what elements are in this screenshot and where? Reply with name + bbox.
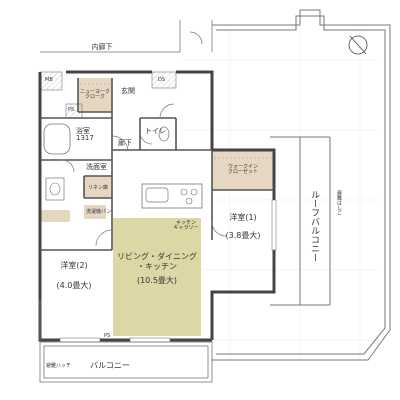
linen-cupboard-floor — [84, 176, 112, 198]
corridor-label: 内廊下 — [91, 43, 113, 51]
kitchen-counter — [141, 183, 203, 209]
roof-balcony-label: ルーフバルコニー — [309, 190, 319, 262]
room1-size: (3.8畳大) — [225, 231, 261, 240]
ds-label: DS — [158, 77, 166, 83]
new-york-closet-floor — [78, 78, 112, 112]
room2-name: 洋室(2) — [60, 261, 88, 270]
roof-grid — [180, 30, 380, 360]
closet-hangers — [80, 83, 272, 159]
toilet-label: トイレ — [145, 127, 166, 135]
ldk-name: リビング・ダイニング ・キッチン — [117, 252, 197, 271]
doors — [39, 103, 227, 340]
storage-left-floor — [40, 210, 70, 222]
walkin-closet-floor — [212, 150, 274, 190]
interior-walls — [40, 78, 274, 251]
linen-cupboard-label: リネン庫 — [88, 185, 109, 191]
bathtub — [43, 123, 71, 155]
corridor-outline — [40, 20, 213, 53]
hallway-label: 廊下 — [118, 139, 132, 147]
fire-hatch-label: 避難ハッチ — [46, 363, 72, 369]
ds-shaft — [151, 71, 177, 89]
bath-label: 浴室 1317 — [76, 127, 94, 142]
ldk-floor — [113, 218, 201, 336]
stove-burner — [190, 188, 198, 196]
kitchen-sink — [145, 187, 169, 203]
fire-equipment-label: 避難はしご — [336, 190, 342, 215]
balcony-outline — [39, 341, 213, 383]
entrance-label: 玄関 — [121, 87, 135, 95]
ps-lower-label: PS — [104, 333, 111, 339]
ps-label: PS — [68, 107, 75, 113]
washer-pan-floor — [84, 205, 106, 219]
washroom-label: 洗面室 — [86, 163, 107, 171]
basin-bowl — [49, 182, 61, 196]
wash-basin — [45, 177, 65, 201]
balcony-label: バルコニー — [90, 361, 130, 370]
north-arrow-icon — [348, 35, 368, 55]
stove-burner — [185, 197, 193, 205]
room2-size: (4.0畳大) — [56, 281, 92, 290]
washer-pan-label: 洗濯機パン — [86, 209, 112, 215]
mb-label: MB — [45, 77, 53, 83]
new-york-closet-label: ニューヨーク クローク — [79, 89, 111, 100]
stove-burner — [180, 188, 188, 196]
toilet-bowl — [158, 126, 170, 142]
roof-balcony-outline — [212, 9, 391, 361]
walkin-closet-label: ウォークイン クローゼット — [227, 164, 259, 175]
ldk-size: (10.5畳大) — [136, 276, 178, 285]
kitchen-gallery-label: キッチン ギャラリー — [173, 220, 199, 231]
room1-name: 洋室(1) — [229, 213, 257, 222]
